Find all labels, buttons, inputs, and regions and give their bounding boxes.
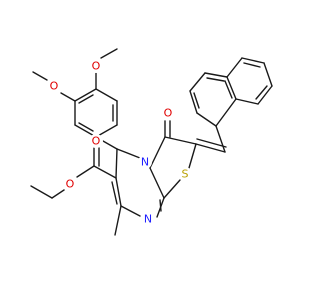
pyrimidine-ring	[111, 148, 165, 218]
methoxy-groups	[32, 48, 118, 102]
atom-o-methoxy-top: O	[92, 60, 101, 73]
atom-n-bridge: N	[141, 156, 149, 169]
benzylidene-link	[195, 125, 227, 153]
atom-o-ester-carbonyl: O	[92, 135, 101, 148]
atom-s-ring: S	[182, 168, 189, 181]
atom-o-methoxy-left: O	[50, 80, 59, 93]
molecule-drawing: O O O O O N N S	[30, 48, 273, 236]
atom-labels: O O O O O N N S	[47, 59, 192, 226]
ethyl-ester	[30, 147, 117, 199]
ring-carbonyl	[164, 120, 171, 138]
atom-n-ring: N	[144, 213, 152, 226]
naphthalene	[189, 57, 273, 127]
chemical-structure: O O O O O N N S	[30, 48, 273, 236]
atom-o-ring-carbonyl: O	[164, 107, 173, 120]
atom-o-ester-ether: O	[66, 178, 75, 191]
thiazolidinone-ring	[149, 136, 197, 199]
methyl-bond	[114, 205, 122, 236]
dimethoxyphenyl-ring	[74, 88, 118, 138]
